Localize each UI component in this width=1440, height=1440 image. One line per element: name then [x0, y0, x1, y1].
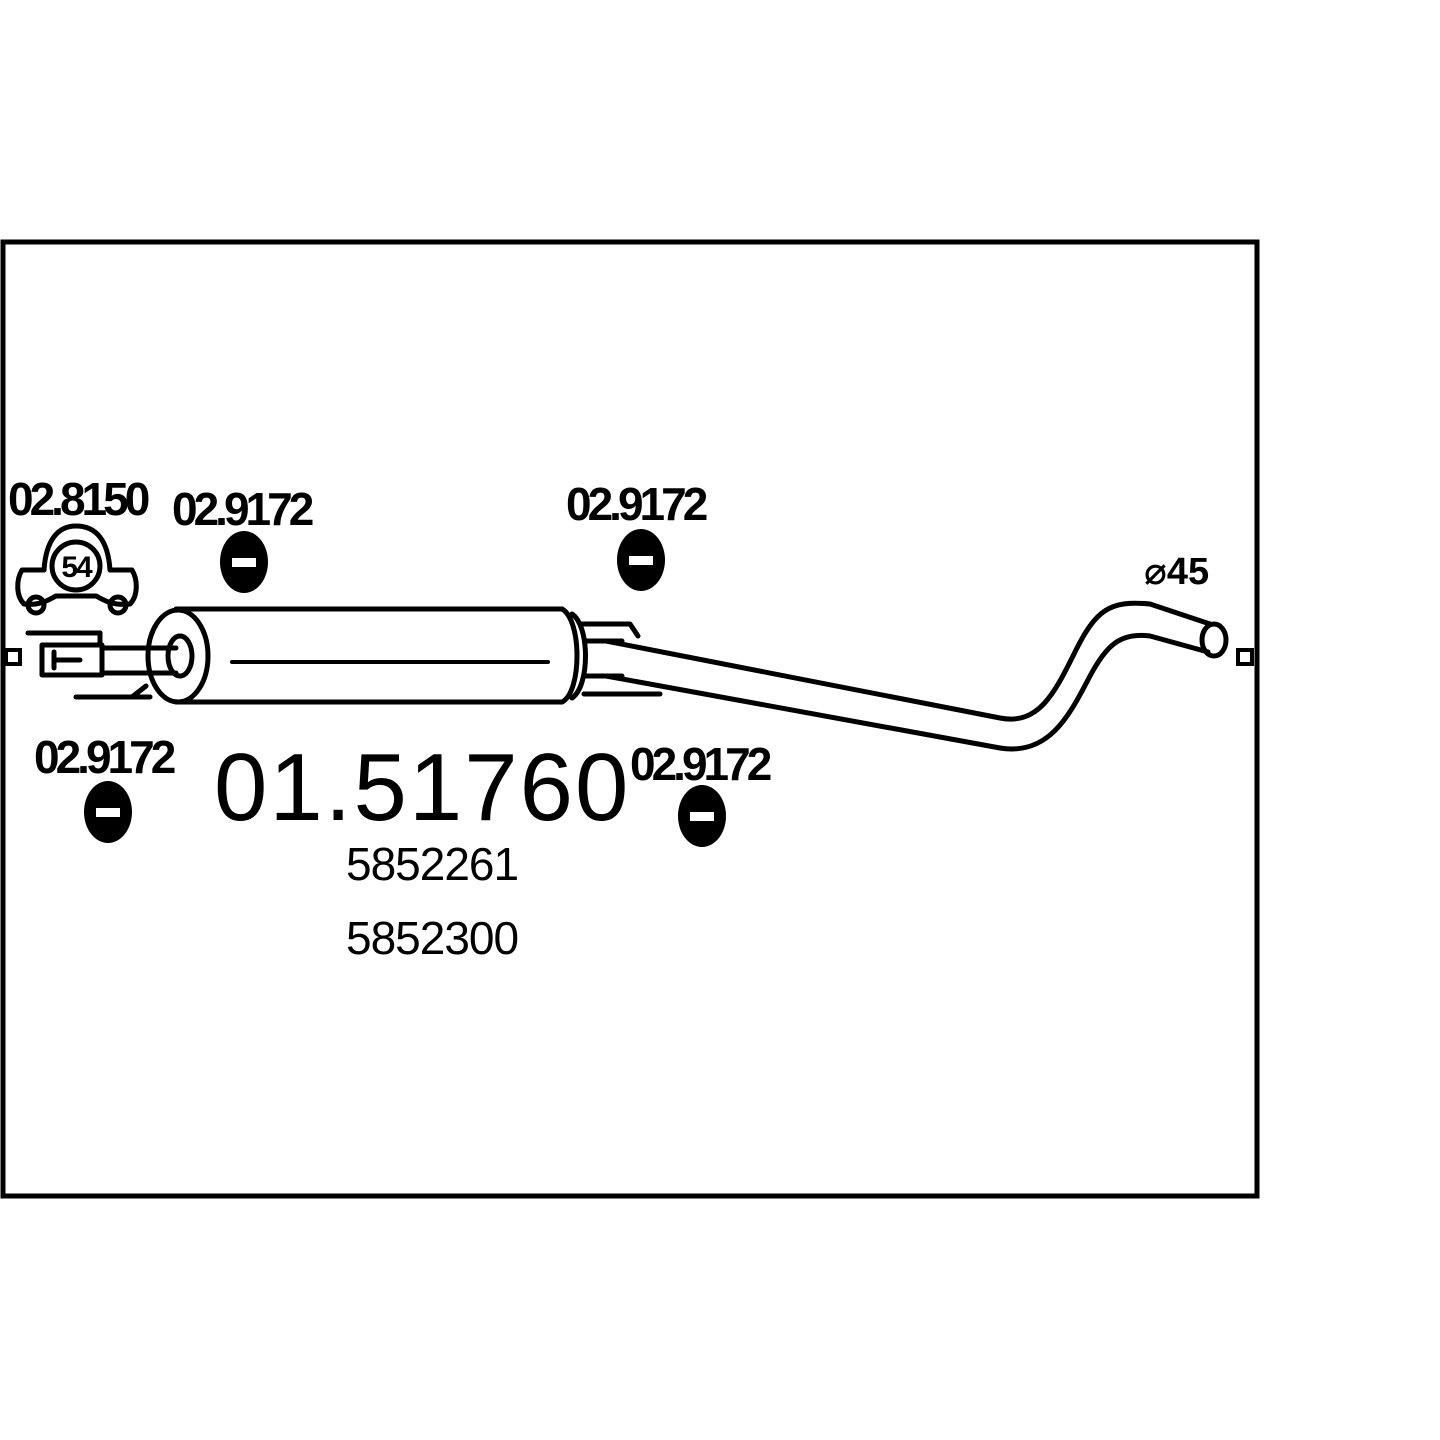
- inlet-pipe: [25, 630, 179, 700]
- part-number: 01.51760: [214, 734, 630, 841]
- mount-part-label-3: 02.9172: [34, 731, 175, 783]
- mount-part-label-4: 02.9172: [630, 738, 771, 790]
- clamp-part-label: 02.8150: [8, 473, 149, 525]
- oem-number-2: 5852300: [346, 912, 518, 964]
- outlet-pipe: [579, 600, 1229, 752]
- right-edge-marker: [1236, 648, 1254, 666]
- left-edge-marker: [4, 648, 22, 666]
- outlet-diameter-label: ⌀45: [1144, 551, 1209, 593]
- rubber-mount-3: [84, 781, 132, 843]
- mount-part-label-2: 02.9172: [566, 478, 707, 530]
- rubber-mount-1: [220, 531, 268, 593]
- rubber-mount-2: [617, 529, 665, 591]
- oem-number-1: 5852261: [346, 838, 518, 890]
- diagram-frame: [0, 239, 1260, 1199]
- rubber-mount-4: [678, 785, 726, 847]
- muffler-body: [145, 606, 588, 705]
- mount-part-label-1: 02.9172: [172, 483, 313, 535]
- clamp-size-label: 54: [61, 551, 93, 584]
- clamp-icon: [15, 523, 139, 616]
